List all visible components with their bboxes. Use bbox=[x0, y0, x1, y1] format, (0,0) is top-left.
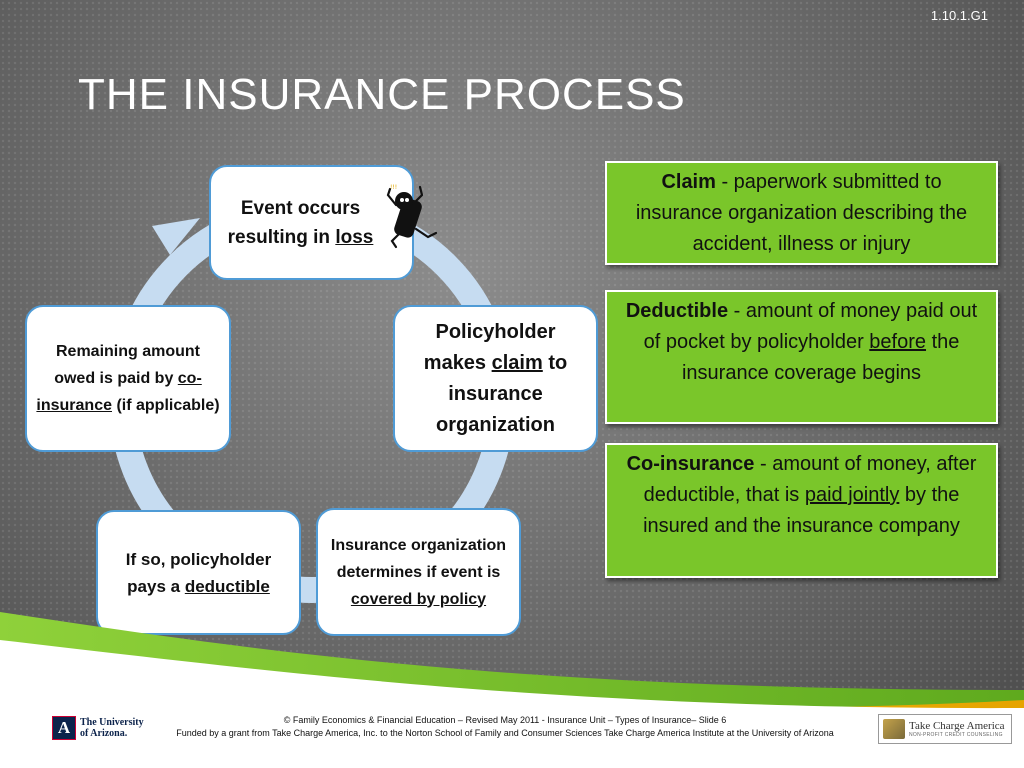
ua-line1: The University bbox=[80, 717, 144, 728]
university-of-arizona-logo: A The University of Arizona. bbox=[52, 716, 144, 740]
definition-coinsurance: Co-insurance - amount of money, after de… bbox=[605, 443, 998, 578]
svg-text:!!!: !!! bbox=[390, 184, 397, 191]
footer-credits: © Family Economics & Financial Education… bbox=[150, 714, 860, 740]
ua-line2: of Arizona. bbox=[80, 728, 128, 739]
definition-claim: Claim - paperwork submitted to insurance… bbox=[605, 161, 998, 265]
cycle-step-claim: Policyholder makes claim to insurance or… bbox=[393, 305, 598, 452]
definition-deductible: Deductible - amount of money paid out of… bbox=[605, 290, 998, 424]
footer-line1: © Family Economics & Financial Education… bbox=[283, 715, 727, 725]
tca-name: Take Charge America bbox=[909, 719, 1005, 732]
slide-id: 1.10.1.G1 bbox=[930, 8, 988, 23]
stick-figure-icon: !!! bbox=[386, 184, 438, 249]
ring-arrow-icon bbox=[152, 218, 200, 255]
cycle-step-coinsurance: Remaining amount owed is paid by co-insu… bbox=[25, 305, 231, 452]
tca-sub: NON-PROFIT CREDIT COUNSELING bbox=[909, 731, 1003, 738]
cycle-step-coverage: Insurance organization determines if eve… bbox=[316, 508, 521, 636]
page-title: The Insurance Process bbox=[78, 70, 686, 119]
tca-mark-icon bbox=[883, 719, 905, 739]
cycle-step-deductible: If so, policyholder pays a deductible bbox=[96, 510, 301, 635]
footer-line2: Funded by a grant from Take Charge Ameri… bbox=[176, 728, 834, 738]
ua-a-mark: A bbox=[52, 716, 76, 740]
take-charge-america-logo: Take Charge America NON-PROFIT CREDIT CO… bbox=[878, 714, 1012, 744]
